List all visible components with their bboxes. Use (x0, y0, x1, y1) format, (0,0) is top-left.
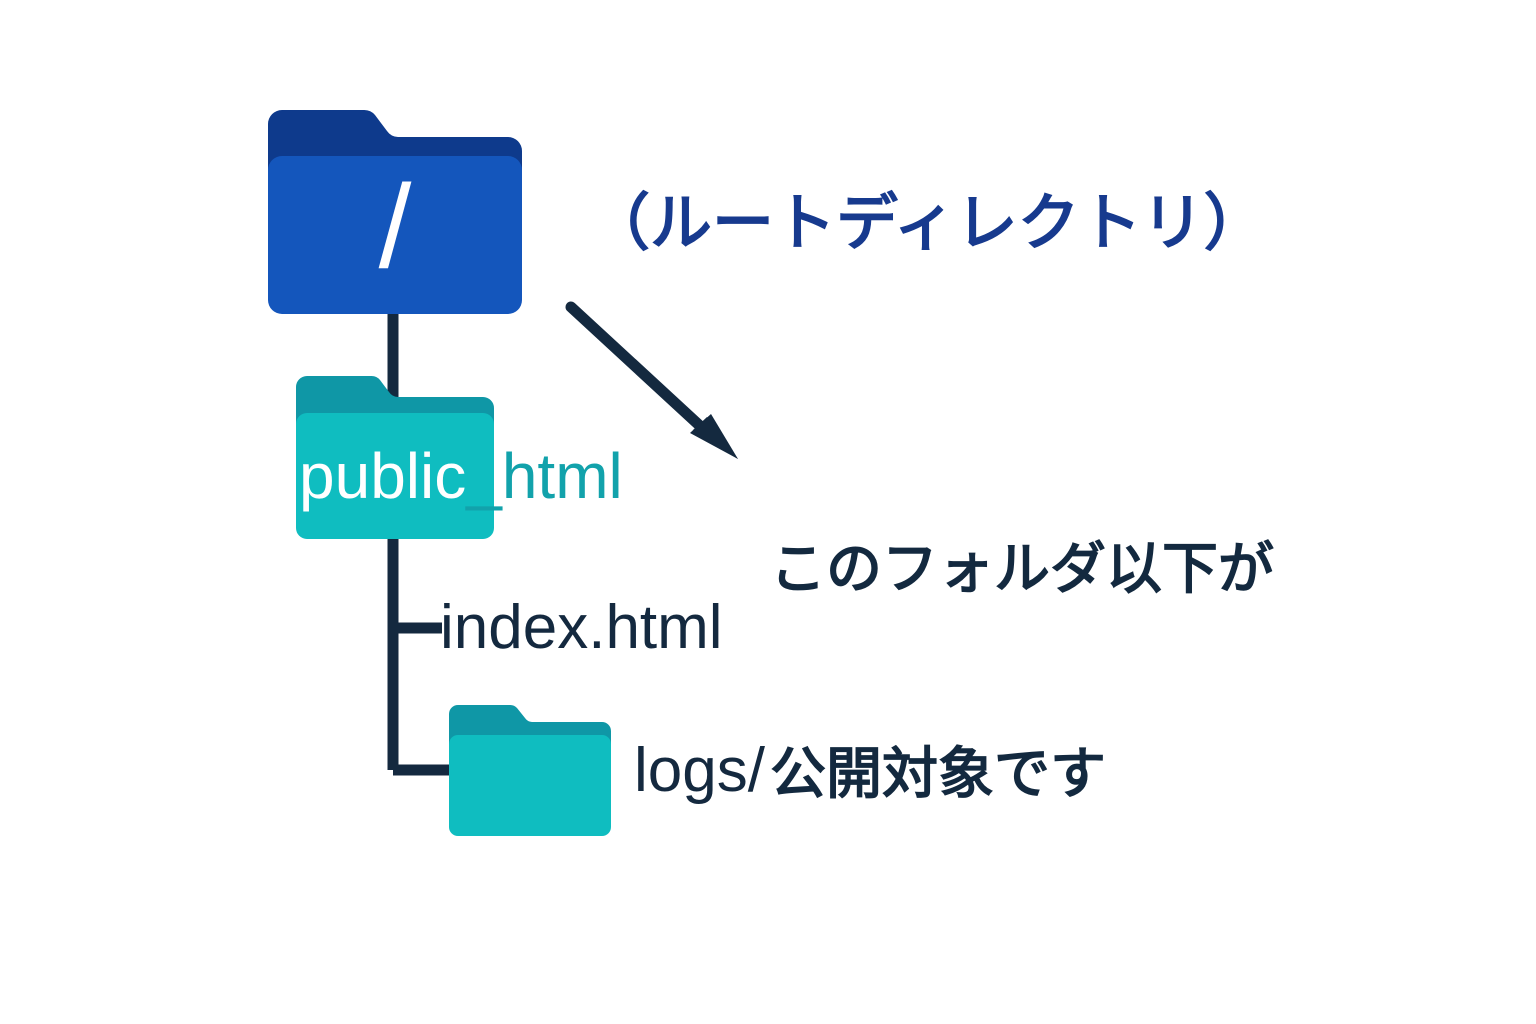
folder-icon-public-html[interactable] (296, 375, 494, 539)
logs-folder-label: logs/ (634, 736, 765, 805)
public-html-label-off-folder: _html (466, 440, 623, 512)
publish-scope-callout-line1: このフォルダ以下が (770, 536, 1274, 600)
publish-scope-callout: このフォルダ以下が 公開対象です (770, 398, 1274, 945)
folder-icon-root[interactable] (268, 109, 522, 314)
folder-icon-logs[interactable] (449, 704, 611, 836)
public-html-label: public_html (299, 444, 623, 508)
public-html-label-on-folder: public (299, 440, 467, 512)
root-folder-label: / (378, 161, 412, 293)
root-directory-annotation: （ルートディレクトリ） (588, 189, 1266, 258)
index-html-label: index.html (440, 593, 723, 662)
publish-scope-callout-line2: 公開対象です (770, 741, 1106, 805)
